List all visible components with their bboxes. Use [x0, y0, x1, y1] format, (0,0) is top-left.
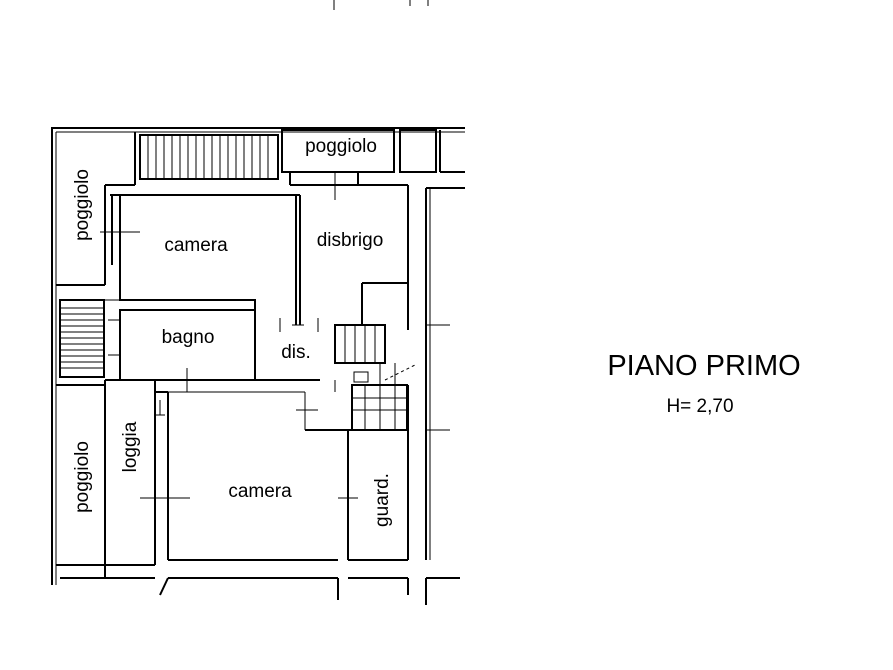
label-loggia: loggia: [120, 421, 141, 472]
top-stub-marks: [333, 0, 429, 10]
label-balcony-left-bottom: poggiolo: [72, 441, 93, 513]
height-note: H= 2,70: [666, 396, 733, 417]
outer-walls: [51, 127, 465, 605]
top-right-balcony: [281, 129, 465, 200]
interior-walls: [56, 194, 358, 578]
room-labels: poggiolo poggiolo camera disbrigo bagno …: [72, 136, 393, 527]
label-bedroom-bottom: camera: [228, 481, 292, 502]
left-stair: [59, 299, 105, 378]
plan-title: PIANO PRIMO: [607, 350, 800, 382]
label-balcony-left-top: poggiolo: [72, 169, 93, 241]
label-balcony-top: poggiolo: [305, 136, 377, 157]
central-stair: [334, 282, 416, 431]
label-dis: dis.: [281, 342, 311, 363]
label-bedroom-top: camera: [164, 235, 228, 256]
right-walls: [305, 185, 465, 561]
top-balcony-railing: [139, 134, 279, 180]
label-wardrobe: guard.: [372, 473, 393, 527]
left-balcony-top: [56, 132, 136, 286]
label-hallway: disbrigo: [317, 230, 384, 251]
label-bathroom: bagno: [162, 327, 215, 348]
